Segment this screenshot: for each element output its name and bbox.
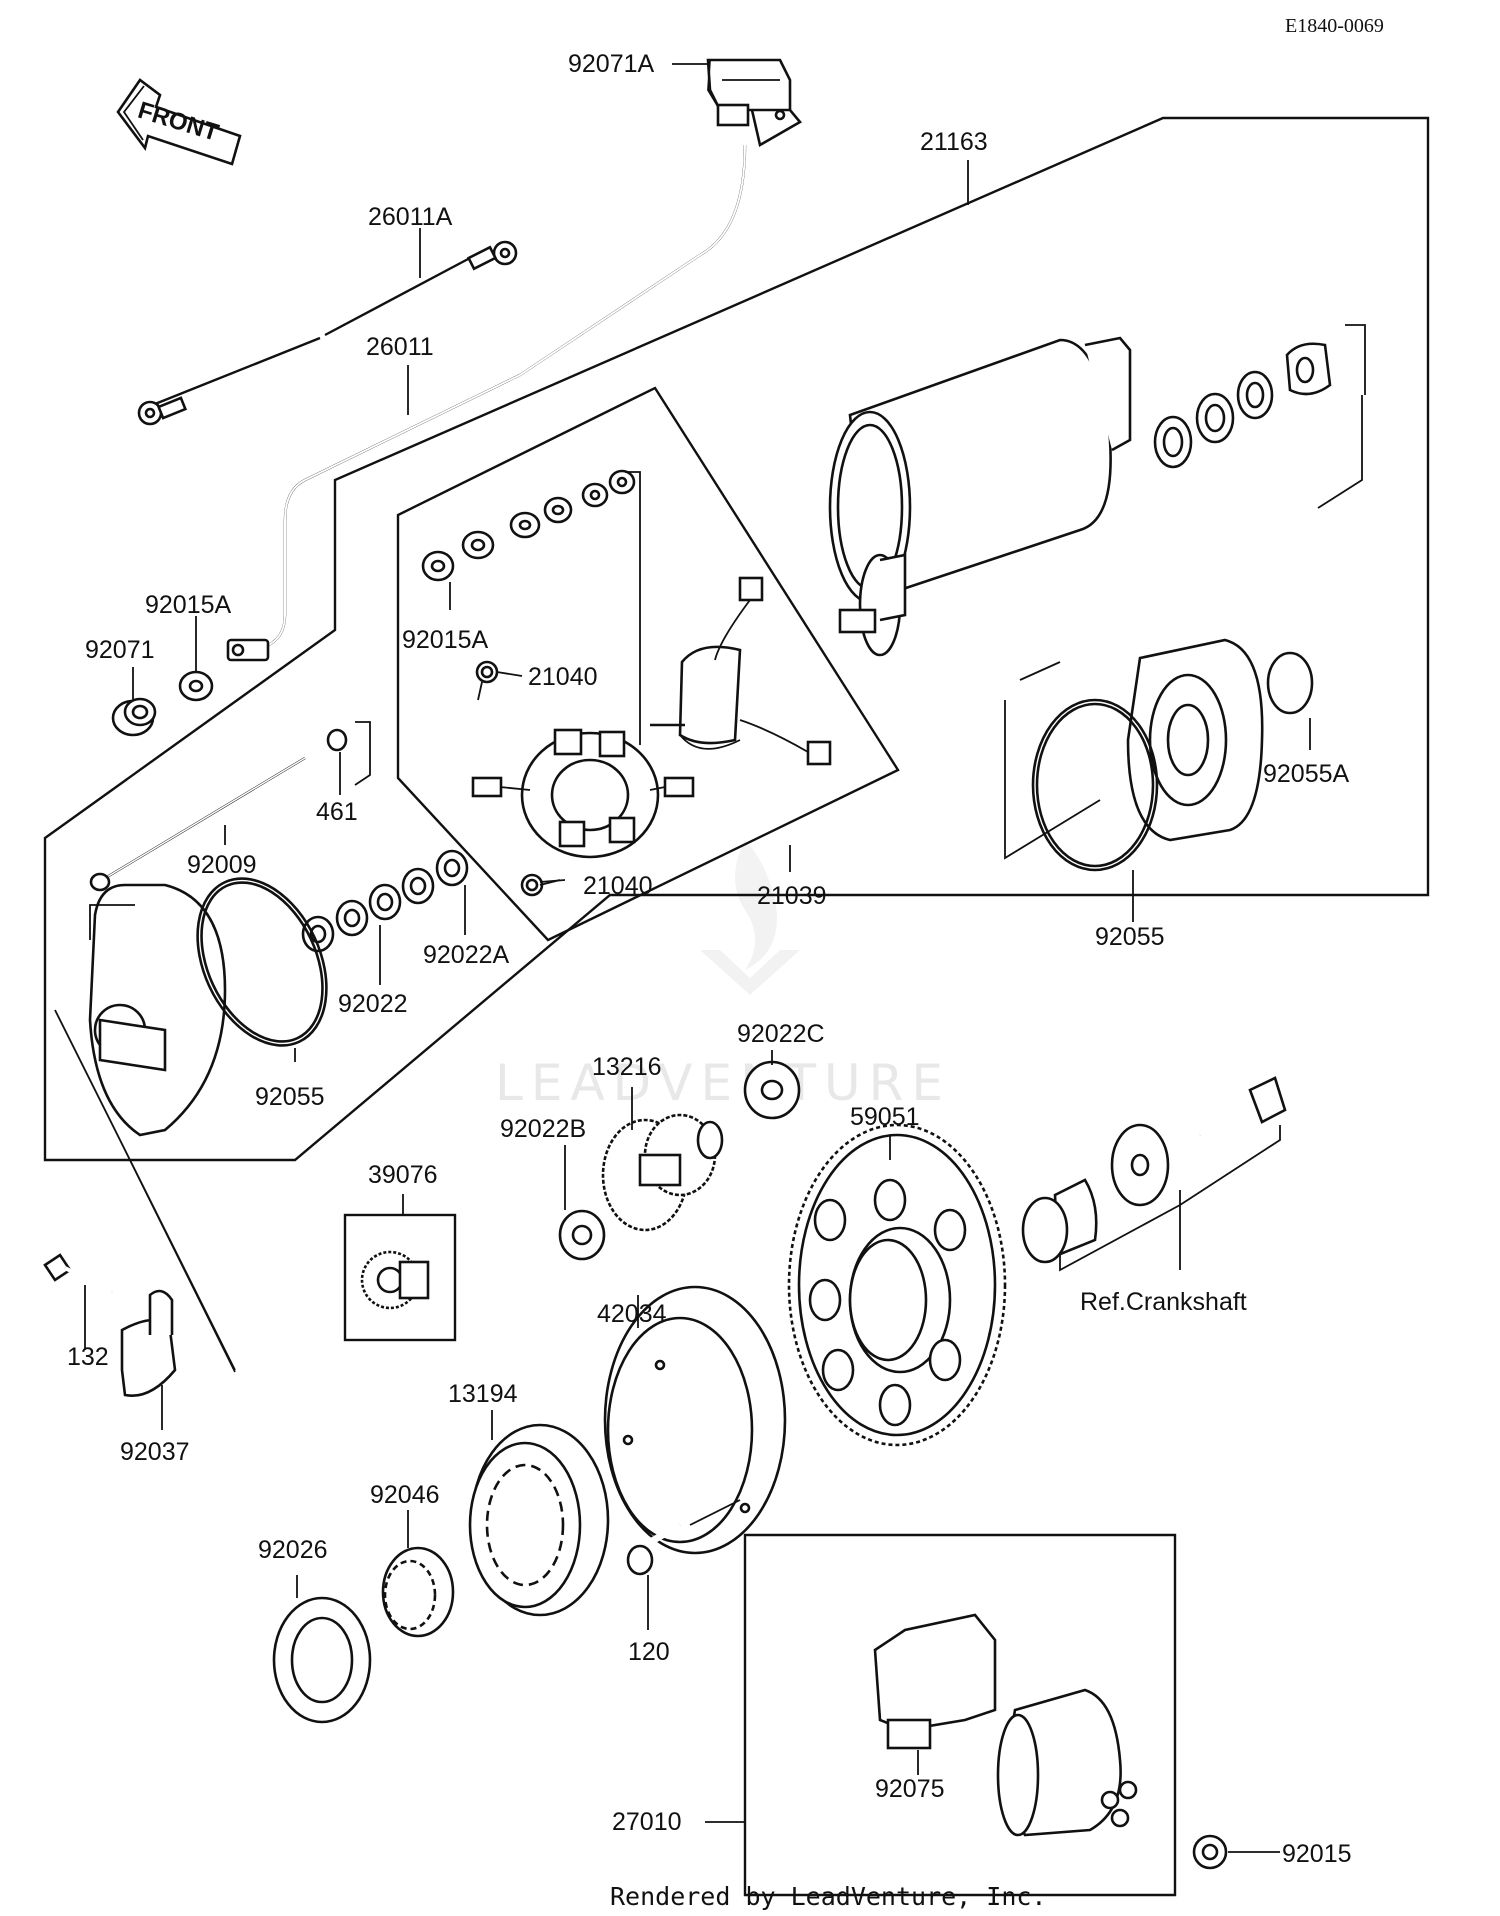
callout-92071: 92071: [85, 636, 155, 664]
washer-stack-top: [461, 469, 641, 745]
washer-stack-92022: [301, 849, 469, 953]
callout-13216: 13216: [592, 1053, 662, 1081]
watermark: LEADVENTURE: [495, 1054, 951, 1112]
bolt-132: [43, 1253, 113, 1294]
o-ring-92055-right: [1004, 661, 1159, 872]
callout-21040-top: 21040: [528, 663, 598, 691]
gear-39076: [360, 1250, 430, 1310]
starter-relay-box: [743, 1533, 1177, 1897]
starter-relay: [873, 1613, 1138, 1837]
bolt-120: [626, 1521, 682, 1576]
reference-note: Ref.Crankshaft: [1080, 1288, 1247, 1316]
callout-92046: 92046: [370, 1481, 440, 1509]
leader-lines: [84, 63, 1311, 1853]
idler-gear-13216: [601, 1113, 724, 1232]
callout-92015A-outer: 92015A: [145, 591, 232, 619]
callout-13194: 13194: [448, 1380, 518, 1408]
lead-26011: [226, 103, 802, 662]
document-code: E1840-0069: [1285, 15, 1384, 37]
callout-92037: 92037: [120, 1438, 190, 1466]
callout-92026: 92026: [258, 1536, 328, 1564]
callout-26011A: 26011A: [368, 203, 453, 231]
footer-credit: Rendered by LeadVenture, Inc.: [610, 1882, 1047, 1911]
callout-92022B: 92022B: [500, 1115, 586, 1143]
leader-cover-to-clamp: [54, 1009, 236, 1373]
cap-92071: [111, 697, 157, 737]
crankshaft-parts: [1021, 1076, 1287, 1272]
callout-92055A: 92055A: [1263, 760, 1350, 788]
callout-21039: 21039: [757, 882, 827, 910]
shim-stack-right: [1153, 324, 1366, 509]
callout-92071A: 92071A: [568, 50, 655, 78]
brush-set: [650, 576, 832, 766]
washer-92022C: [743, 1060, 801, 1120]
lead-26011A: [137, 240, 518, 426]
washer-461: [326, 721, 371, 786]
callout-92055-right: 92055: [1095, 923, 1165, 951]
washer-92022B: [558, 1209, 606, 1261]
nut-92015A-inner: [421, 550, 455, 582]
clutch-housing-42034: [603, 1285, 787, 1555]
one-way-clutch-13194: [468, 1423, 610, 1617]
callout-59051: 59051: [850, 1103, 920, 1131]
needle-bearing-92046: [381, 1546, 455, 1638]
connector-92071A: [706, 58, 792, 127]
spring-21040-bottom: [520, 873, 561, 897]
gear-39076-box: [343, 1213, 457, 1342]
callout-132: 132: [67, 1343, 109, 1371]
callout-461: 461: [316, 798, 358, 826]
callout-92075: 92075: [875, 1775, 945, 1803]
callout-92015: 92015: [1282, 1840, 1352, 1868]
callout-39076: 39076: [368, 1161, 438, 1189]
watermark-logo: [700, 840, 800, 995]
thrust-washer-92026: [272, 1596, 372, 1724]
callout-92022A: 92022A: [423, 941, 510, 969]
starter-gear-59051: [787, 1123, 1007, 1447]
callout-21163: 21163: [920, 128, 988, 156]
callout-21040-bottom: 21040: [583, 872, 653, 900]
callout-26011: 26011: [366, 333, 434, 361]
callout-92015A-inner: 92015A: [402, 626, 489, 654]
callout-92022C: 92022C: [737, 1020, 825, 1048]
callout-92055-left: 92055: [255, 1083, 325, 1111]
starter-assembly-outline: [43, 116, 1430, 1162]
callout-27010: 27010: [612, 1808, 682, 1836]
end-cover-right: [1126, 638, 1314, 842]
leader-bolt-120: [689, 1499, 741, 1526]
o-ring-92055-left: [196, 877, 328, 1047]
callout-42034: 42034: [597, 1300, 667, 1328]
brush-plate: [471, 728, 695, 859]
callout-92022: 92022: [338, 990, 408, 1018]
callout-120: 120: [628, 1638, 670, 1666]
spring-21040-top: [475, 660, 499, 701]
clamp-92037: [120, 1289, 177, 1398]
end-cover-left: [88, 883, 227, 1137]
brush-holder-box: [396, 386, 900, 942]
motor-housing: [828, 336, 1132, 657]
callout-92009: 92009: [187, 851, 257, 879]
bolt-92009: [89, 756, 306, 892]
nut-92015: [1192, 1834, 1228, 1870]
front-arrow-icon: FRONT: [116, 78, 242, 166]
nut-92015A-outer: [178, 670, 214, 702]
